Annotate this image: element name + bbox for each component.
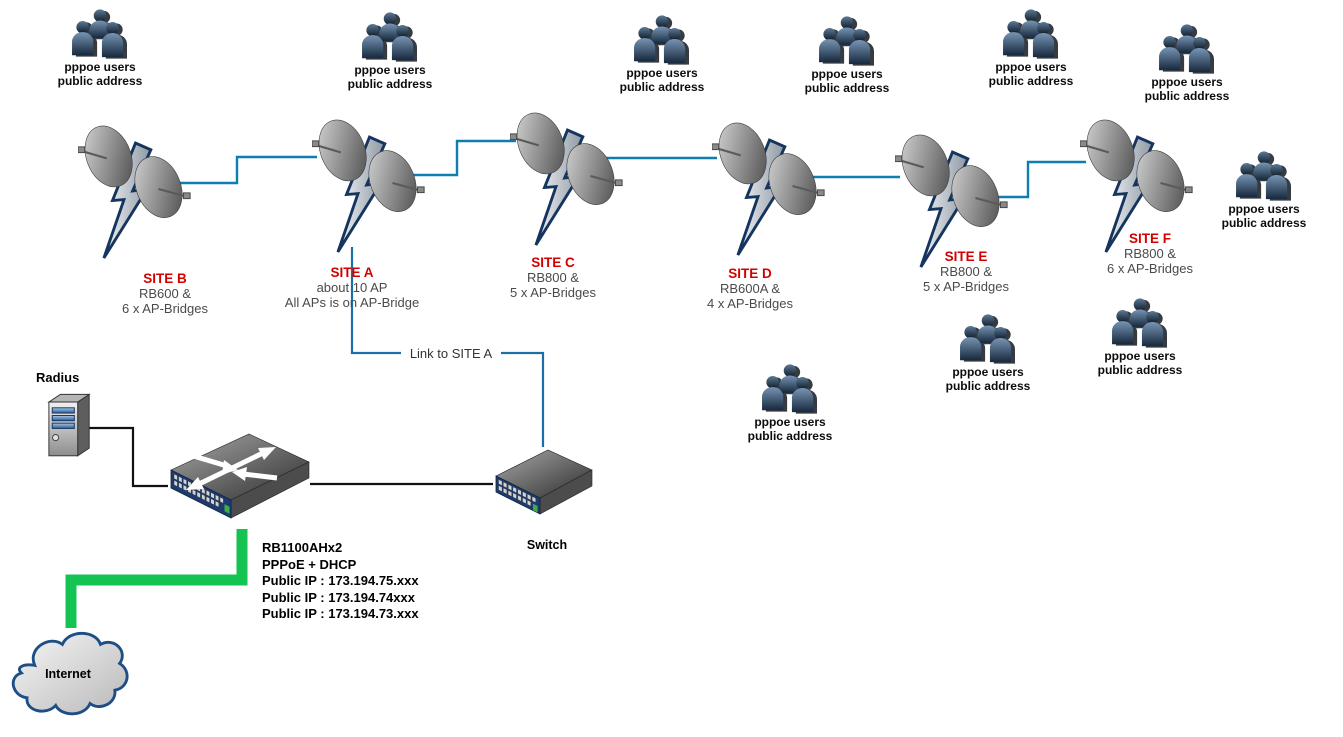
user-group-siteE-top: pppoe users public address — [961, 7, 1101, 88]
site-label-B: SITE B RB600 & 6 x AP-Bridges — [65, 271, 265, 316]
site-name: SITE F — [1128, 231, 1171, 246]
antenna-icon-siteA — [312, 112, 427, 256]
user-group-label: public address — [57, 73, 143, 88]
user-group-label: public address — [1221, 215, 1307, 230]
users-icon — [960, 314, 1015, 364]
site-detail: RB600 & — [138, 286, 192, 301]
site-detail: about 10 AP — [316, 280, 388, 295]
radius-to-router-line — [89, 426, 168, 488]
user-group-siteC: pppoe users public address — [592, 13, 732, 94]
switch-label: Switch — [526, 538, 568, 552]
users-icon — [634, 15, 689, 65]
user-group-siteD-top: pppoe users public address — [777, 14, 917, 95]
users-icon — [1112, 298, 1167, 348]
user-group-label: public address — [1144, 88, 1230, 103]
wireless-link-siteA-siteC — [388, 139, 516, 177]
site-detail: 6 x AP-Bridges — [1107, 261, 1193, 276]
user-group-label: pppoe users — [1151, 75, 1223, 89]
site-detail: All APs is on AP-Bridge — [284, 295, 420, 310]
site-detail: 6 x AP-Bridges — [122, 301, 208, 316]
site-detail: RB800 & — [526, 270, 580, 285]
radius-label: Radius — [36, 370, 80, 385]
users-icon — [762, 364, 817, 414]
site-name: SITE C — [531, 255, 575, 270]
site-label-D: SITE D RB600A & 4 x AP-Bridges — [650, 266, 850, 311]
site-detail: 5 x AP-Bridges — [923, 279, 1009, 294]
user-group-siteF-top: pppoe users public address — [1117, 22, 1257, 103]
users-icon — [819, 16, 874, 66]
site-name: SITE D — [728, 266, 772, 281]
users-icon — [1159, 24, 1214, 74]
users-icon — [72, 9, 127, 59]
radius-server-icon — [46, 393, 94, 461]
site-detail: 4 x AP-Bridges — [707, 296, 793, 311]
site-detail: RB600A & — [720, 281, 780, 296]
users-icon — [362, 12, 417, 62]
user-group-label: pppoe users — [354, 63, 426, 77]
site-detail: RB800 & — [939, 264, 993, 279]
antenna-icon-siteB — [78, 118, 193, 262]
siteA-downlink-line — [350, 247, 401, 355]
siteA-to-switch-line — [501, 351, 545, 447]
user-group-label: pppoe users — [811, 67, 883, 81]
user-group-label: pppoe users — [626, 66, 698, 80]
site-name: SITE A — [330, 265, 374, 280]
site-label-F: SITE F RB800 & 6 x AP-Bridges — [1050, 231, 1250, 276]
site-label-C: SITE C RB800 & 5 x AP-Bridges — [453, 255, 653, 300]
site-detail: 5 x AP-Bridges — [510, 285, 596, 300]
site-label-E: SITE E RB800 & 5 x AP-Bridges — [866, 249, 1066, 294]
router-public-ip-3: Public IP : 173.194.73.xxx — [262, 606, 419, 621]
user-group-far-right: pppoe users public address — [1194, 149, 1334, 230]
user-group-label: public address — [347, 76, 433, 91]
site-detail: RB800 & — [1123, 246, 1177, 261]
router-public-ip-1: Public IP : 173.194.75.xxx — [262, 573, 419, 588]
user-group-label: pppoe users — [1104, 349, 1176, 363]
rb1100-router-icon — [163, 430, 313, 534]
router-public-ip-2: Public IP : 173.194.74xxx — [262, 589, 415, 605]
wireless-link-siteE-siteF — [971, 160, 1086, 199]
router-model: RB1100AHx2 — [262, 540, 343, 555]
users-icon — [1236, 151, 1291, 201]
router-services: PPPoE + DHCP — [262, 556, 357, 572]
user-group-siteF-bottom: pppoe users public address — [1070, 296, 1210, 377]
user-group-label: pppoe users — [995, 60, 1067, 74]
antenna-icon-siteC — [510, 105, 625, 249]
user-group-label: public address — [747, 428, 833, 443]
router-caption: RB1100AHx2 PPPoE + DHCP Public IP : 173.… — [262, 540, 419, 623]
wireless-link-siteB-siteA — [150, 155, 317, 185]
user-group-siteB: pppoe users public address — [30, 7, 170, 88]
link-to-siteA-label: Link to SITE A — [409, 346, 493, 361]
user-group-label: pppoe users — [754, 415, 826, 429]
user-group-label: public address — [619, 79, 705, 94]
user-group-label: public address — [945, 378, 1031, 393]
site-name: SITE B — [143, 271, 187, 286]
user-group-label: public address — [1097, 362, 1183, 377]
user-group-label: pppoe users — [64, 60, 136, 74]
user-group-label: public address — [988, 73, 1074, 88]
user-group-siteD-bottom: pppoe users public address — [720, 362, 860, 443]
user-group-label: pppoe users — [952, 365, 1024, 379]
site-name: SITE E — [944, 249, 988, 264]
user-group-label: public address — [804, 80, 890, 95]
user-group-siteA: pppoe users public address — [320, 10, 460, 91]
user-group-label: pppoe users — [1228, 202, 1300, 216]
switch-icon — [490, 444, 598, 524]
site-label-A: SITE A about 10 AP All APs is on AP-Brid… — [252, 265, 452, 310]
users-icon — [1003, 9, 1058, 59]
user-group-siteE-bottom: pppoe users public address — [918, 312, 1058, 393]
antenna-icon-siteD — [712, 115, 827, 259]
router-to-internet-line — [65, 529, 248, 628]
internet-label: Internet — [45, 667, 91, 681]
